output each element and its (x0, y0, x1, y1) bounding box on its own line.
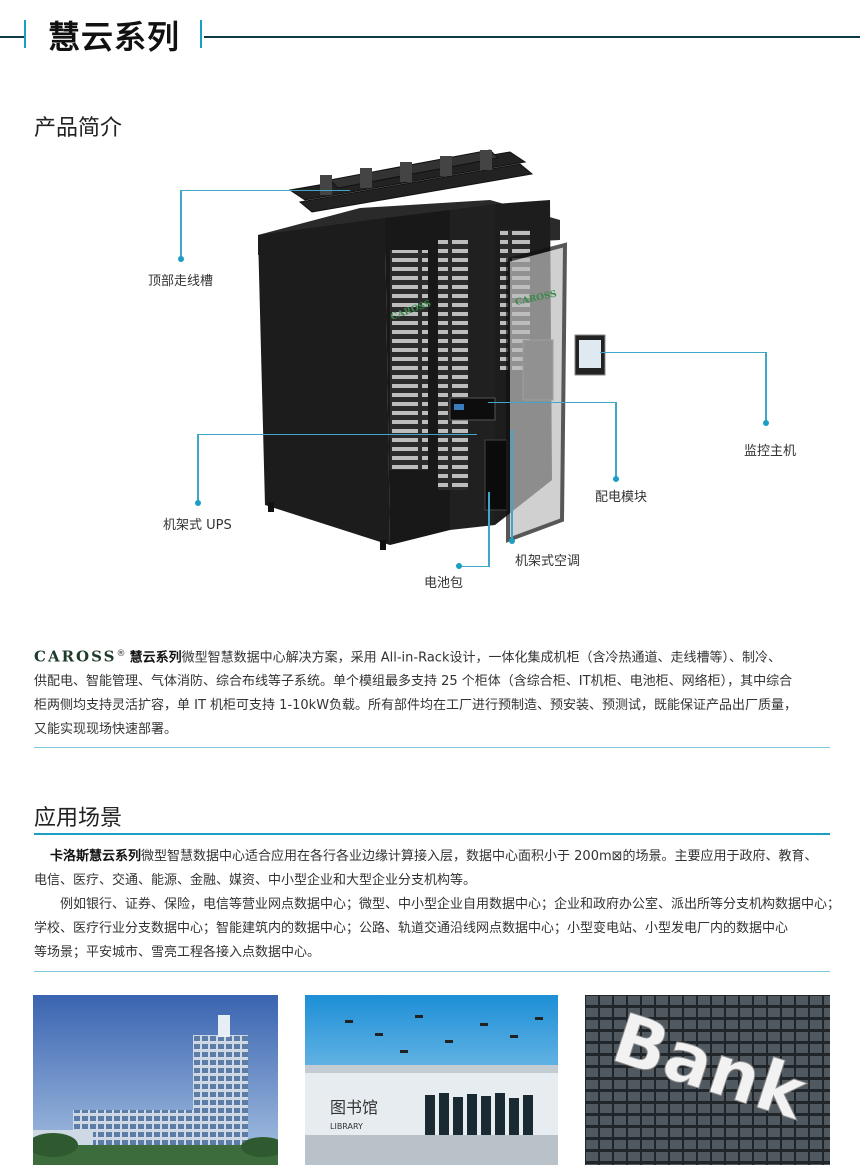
callout-dot-ups (195, 500, 201, 506)
scenes-brand-series: 卡洛斯慧云系列 (50, 849, 142, 864)
scenes-line-3: 例如银行、证券、保险，电信等营业网点数据中心；微型、中小型企业自用数据中心；企业… (60, 897, 841, 912)
page-title: 慧云系列 (48, 18, 181, 56)
header-rule-left (0, 36, 24, 38)
callout-line-tray-v (180, 190, 182, 260)
header-tick-left (24, 20, 26, 48)
callout-dot-ac (509, 538, 515, 544)
intro-paragraph: CAROSS® 慧云系列微型智慧数据中心解决方案，采用 All-in-Rack设… (34, 642, 834, 742)
label-monitor-host: 监控主机 (744, 444, 797, 459)
callout-dot-power (613, 476, 619, 482)
callout-line-tray-h (180, 190, 350, 191)
callout-line-ups-h (197, 434, 477, 435)
photo-library-graduation: 图书馆 LIBRARY (305, 995, 558, 1165)
scenes-line-5: 等场景；平安城市、雪亮工程各接入点数据中心。 (34, 945, 321, 960)
cabinet-drawing: CAROSS CAROSS (258, 149, 606, 550)
intro-line-1: 微型智慧数据中心解决方案，采用 All-in-Rack设计，一体化集成机柜（含冷… (181, 650, 781, 666)
scenes-divider (34, 971, 830, 972)
scenes-title-rule (34, 833, 830, 835)
intro-line-3: 柜两侧均支持灵活扩容，单 IT 机柜可支持 1-10kW负载。所有部件均在工厂进… (34, 698, 798, 714)
callout-dot-monitor (763, 420, 769, 426)
callout-dot-battery (456, 563, 462, 569)
scenes-paragraph: 卡洛斯慧云系列微型智慧数据中心适合应用在各行各业边缘计算接入层，数据中心面积小于… (34, 845, 841, 965)
library-sign-en: LIBRARY (330, 1122, 363, 1131)
intro-line-2: 供配电、智能管理、气体消防、综合布线等子系统。单个模组最多支持 25 个柜体（含… (34, 674, 793, 690)
scenes-line-2: 电信、医疗、交通、能源、金融、媒资、中小型企业和大型企业分支机构等。 (34, 873, 477, 888)
label-rack-ac: 机架式空调 (515, 554, 581, 569)
section-title-intro: 产品简介 (34, 116, 123, 141)
label-top-cable-tray: 顶部走线槽 (148, 274, 214, 289)
section-title-scenes: 应用场景 (34, 806, 123, 831)
brand-logo: CAROSS (34, 647, 117, 666)
scenes-line-1: 微型智慧数据中心适合应用在各行各业边缘计算接入层，数据中心面积小于 200m⊠的… (141, 849, 818, 864)
callout-dot-tray (178, 256, 184, 262)
header-tick-right (200, 20, 202, 48)
callout-line-battery-v (488, 492, 490, 566)
callout-line-monitor-v (765, 352, 767, 422)
label-power-module: 配电模块 (595, 490, 648, 505)
brand-registered: ® (116, 649, 126, 659)
photo-office-building (33, 995, 278, 1165)
header-rule-right (204, 36, 860, 38)
callout-line-monitor-h (600, 352, 766, 353)
callout-line-power-v (615, 402, 617, 478)
callout-line-ups-v (197, 434, 199, 502)
callout-line-ac-v (511, 430, 513, 540)
photo-bank-sign: Bank (585, 995, 830, 1165)
intro-line-4: 又能实现现场快速部署。 (34, 722, 178, 738)
intro-series-name: 慧云系列 (129, 650, 182, 666)
scenes-line-4: 学校、医疗行业分支数据中心；智能建筑内的数据中心；公路、轨道交通沿线网点数据中心… (34, 921, 789, 936)
label-battery-pack: 电池包 (424, 576, 464, 591)
product-illustration: CAROSS CAROSS (240, 140, 640, 560)
callout-line-battery-h (459, 566, 490, 567)
library-sign-cn: 图书馆 (330, 1098, 378, 1117)
label-rack-ups: 机架式 UPS (163, 518, 232, 533)
intro-divider (34, 747, 830, 748)
callout-line-power-h (488, 402, 616, 403)
